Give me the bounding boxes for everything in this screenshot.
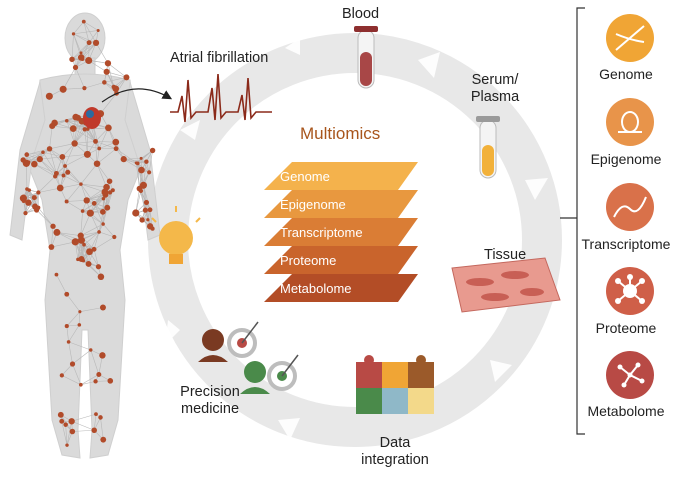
precision-medicine-line2: medicine (181, 401, 239, 417)
multiomics-layer-stack: GenomeEpigenomeTranscriptomeProteomeMeta… (264, 162, 418, 302)
sidebar-label-epigenome: Epigenome (571, 151, 680, 167)
serum-label-line2: Plasma (471, 89, 519, 105)
layer-metabolome: Metabolome (264, 274, 418, 302)
blood-label: Blood (342, 6, 379, 23)
chromatin-icon (606, 98, 654, 146)
layer-label: Epigenome (280, 197, 346, 212)
layer-label: Proteome (280, 253, 336, 268)
sidebar-label-genome: Genome (571, 66, 680, 82)
protein-network-icon (606, 267, 654, 315)
sidebar-label-proteome: Proteome (571, 320, 680, 336)
layer-genome: Genome (264, 162, 418, 190)
sidebar-label-transcriptome: Transcriptome (571, 236, 680, 252)
precision-medicine-line1: Precision (180, 384, 240, 400)
human-body-figure (10, 13, 170, 458)
precision-medicine-label: Precision medicine (170, 384, 250, 418)
dna-icon (606, 14, 654, 62)
atrial-fibrillation-label: Atrial fibrillation (170, 50, 268, 67)
sidebar-label-metabolome: Metabolome (571, 403, 680, 419)
data-integration-line2: integration (361, 452, 429, 468)
layer-label: Genome (280, 169, 330, 184)
serum-plasma-label: Serum/ Plasma (460, 72, 530, 106)
serum-label-line1: Serum/ (472, 72, 519, 88)
layer-proteome: Proteome (264, 246, 418, 274)
rna-strand-icon (606, 183, 654, 231)
layer-transcriptome: Transcriptome (264, 218, 418, 246)
layer-epigenome: Epigenome (264, 190, 418, 218)
multiomics-title: Multiomics (300, 124, 380, 144)
data-integration-line1: Data (380, 435, 411, 451)
metabolite-network-icon (606, 351, 654, 399)
tissue-label: Tissue (484, 247, 526, 264)
layer-label: Metabolome (280, 281, 352, 296)
puzzle-icon (356, 355, 434, 414)
data-integration-label: Data integration (350, 435, 440, 469)
heart-icon (83, 107, 101, 129)
layer-label: Transcriptome (280, 225, 363, 240)
